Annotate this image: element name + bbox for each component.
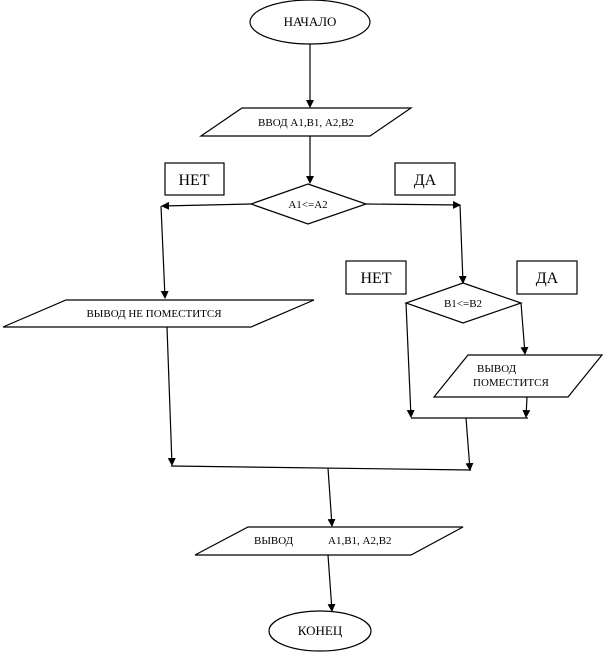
edge-cond2-no [405,302,415,418]
output-values-block: ВЫВОД А1,В1, А2,В2 [194,526,464,556]
input-label: ВВОД А1,В1, А2,В2 [258,117,354,129]
edge-cond2-yes [520,302,529,355]
edge-merge1-output [327,467,336,527]
cond1-yes-label: ДА [414,172,437,189]
start-label: НАЧАЛО [284,14,337,29]
edge-cond1-yes-horizontal [365,200,461,209]
output-fit-block: ВЫВОД ПОМЕСТИТСЯ [432,354,604,398]
edge-cond1-no-horizontal [161,201,252,210]
input-block: ВВОД А1,В1, А2,В2 [199,107,413,137]
cond2-no-label-box: НЕТ [345,260,407,295]
cond1-no-label: НЕТ [178,172,209,189]
start-terminal: НАЧАЛО [249,0,371,45]
output-not-fit-block: ВЫВОД НЕ ПОМЕСТИТСЯ [2,299,315,328]
edge-output-end [327,554,336,612]
merge1-line [170,465,472,471]
output-fit-label-line1: ВЫВОД [477,363,517,375]
edge-merge2-merge1 [465,417,474,471]
cond1-yes-label-box: ДА [394,162,456,196]
edge-output-not-fit-merge [166,326,176,466]
edge-output-fit-merge [522,396,531,418]
cond2-yes-label: ДА [536,270,559,287]
end-label: КОНЕЦ [298,623,343,638]
cond2-decision: В1<=В2 [404,282,523,324]
output-values-prefix: ВЫВОД [254,535,294,547]
cond1-no-label-box: НЕТ [164,162,225,196]
cond2-label: В1<=В2 [444,298,482,310]
edge-cond1-no-vertical [160,205,169,299]
edge-cond1-yes-vertical [458,204,467,284]
end-terminal: КОНЕЦ [268,610,372,652]
output-not-fit-label: ВЫВОД НЕ ПОМЕСТИТСЯ [86,308,222,320]
cond1-decision: А1<=А2 [249,183,368,225]
output-values-list: А1,В1, А2,В2 [328,535,392,547]
cond2-yes-label-box: ДА [516,260,578,295]
output-fit-label-line2: ПОМЕСТИТСЯ [473,377,549,389]
cond2-no-label: НЕТ [360,270,391,287]
cond1-label: А1<=А2 [288,199,327,211]
